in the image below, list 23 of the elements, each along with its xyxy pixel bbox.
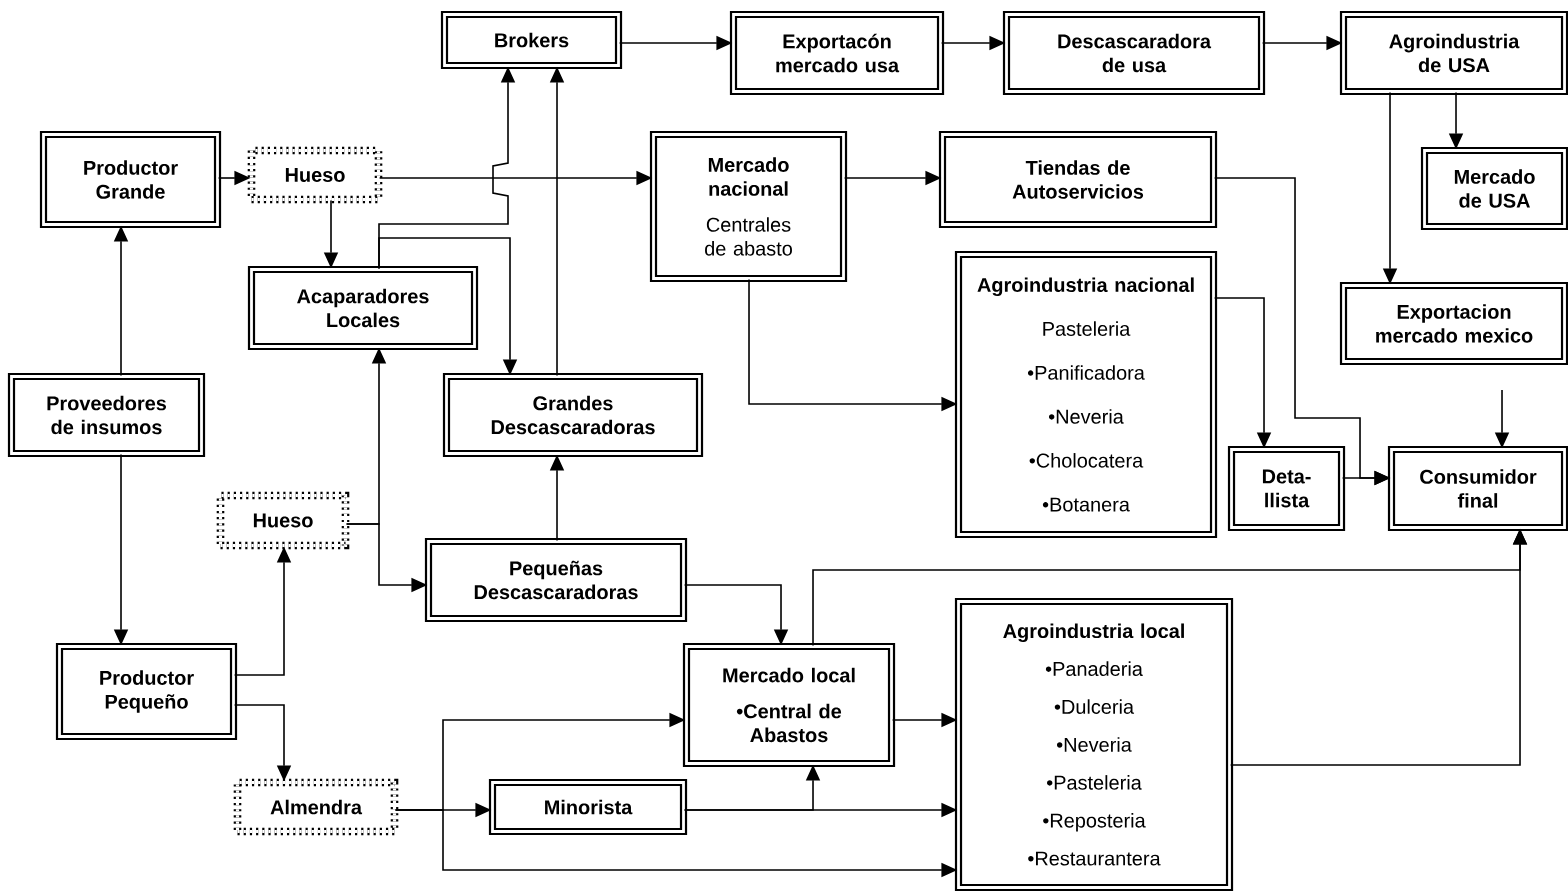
process-box: Productor Pequeño bbox=[55, 642, 238, 741]
process-box: Acaparadores Locales bbox=[247, 265, 479, 351]
process-box: Agroindustria nacional Pasteleria •Panificadora •Neveria •Cholocatera •Botanera bbox=[954, 250, 1218, 539]
process-box: Exportacón mercado usa bbox=[729, 10, 945, 96]
process-box: Grandes Descascaradoras bbox=[442, 372, 704, 458]
process-box: Deta- llista bbox=[1227, 445, 1346, 532]
process-box: Consumidor final bbox=[1387, 445, 1568, 532]
process-box: Agroindustria local •Panaderia •Dulceria •Neveria •Pasteleria •Reposteria •Restaurantera bbox=[954, 597, 1234, 891]
process-box: Tiendas de Autoservicios bbox=[938, 130, 1218, 229]
process-box: Exportacion mercado mexico bbox=[1339, 281, 1568, 366]
process-box: Proveedores de insumos bbox=[7, 372, 206, 458]
product-box: Almendra bbox=[233, 778, 399, 836]
process-box: Brokers bbox=[440, 10, 623, 70]
product-box: Hueso bbox=[216, 491, 350, 550]
process-box: Agroindustria de USA bbox=[1339, 10, 1568, 96]
process-box: Mercado de USA bbox=[1420, 146, 1568, 231]
process-box: Mercado nacional Centrales de abasto bbox=[649, 130, 848, 283]
process-box: Mercado local •Central de Abastos bbox=[682, 642, 896, 768]
product-box: Hueso bbox=[247, 146, 383, 204]
process-box: Descascaradora de usa bbox=[1002, 10, 1266, 96]
process-box: Pequeñas Descascaradoras bbox=[424, 537, 688, 623]
process-box: Productor Grande bbox=[39, 130, 222, 229]
process-box: Minorista bbox=[488, 778, 688, 836]
